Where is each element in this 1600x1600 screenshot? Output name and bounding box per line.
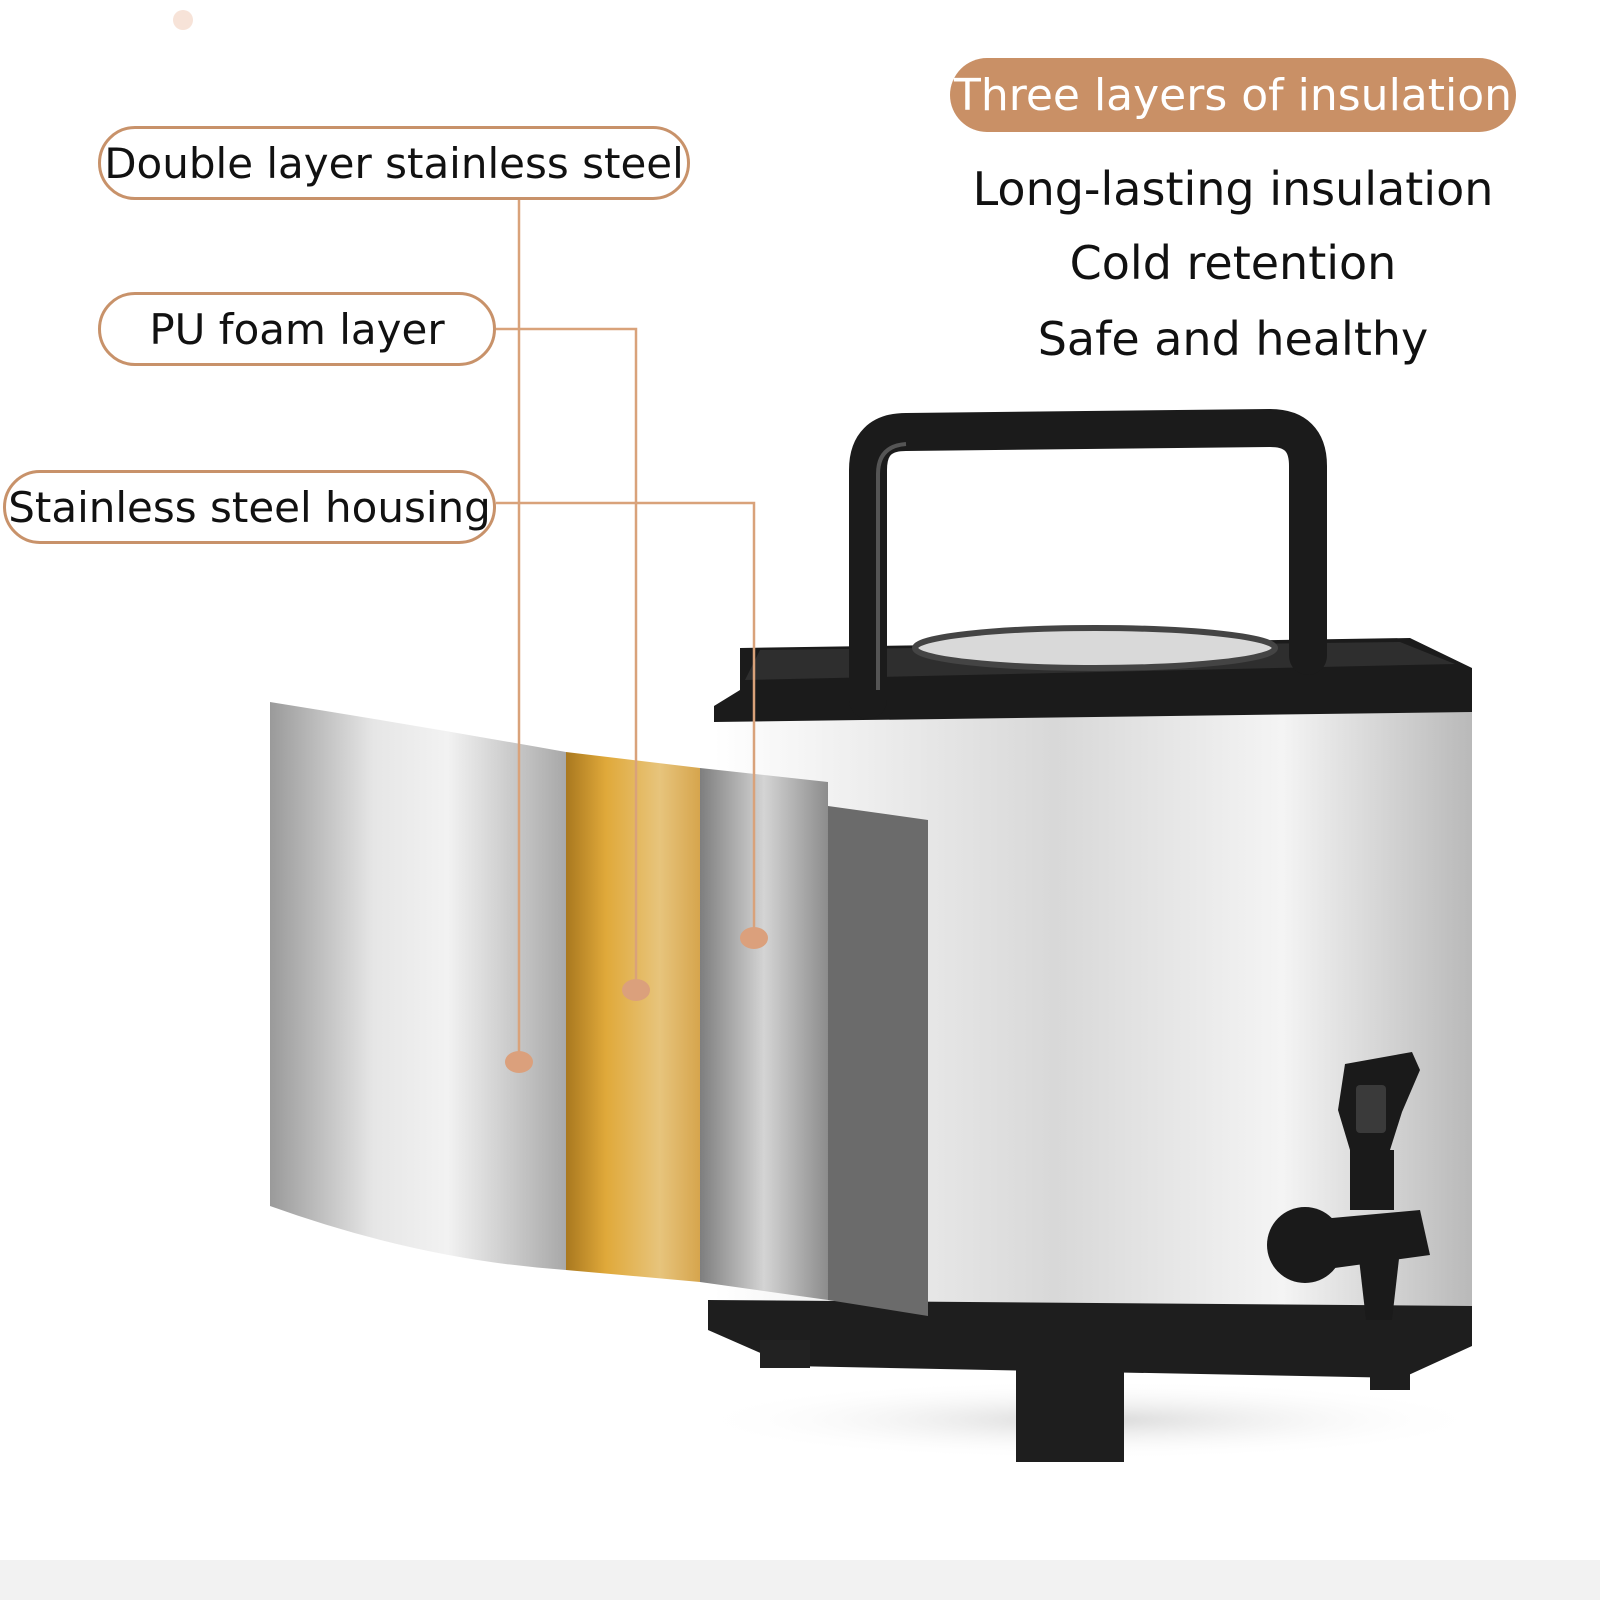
leader-dots [505,927,768,1073]
dot-housing [740,927,768,949]
outer-stainless-layer [270,702,566,1270]
feature-item: Cold retention [1069,236,1397,290]
leader-pu-foam [496,327,638,990]
headline-badge: Three layers of insulation [950,58,1516,132]
dispenser-foot-back [1370,1350,1410,1390]
bottom-bar [0,1560,1600,1600]
dispenser-opening [912,625,1278,671]
dot-double-layer [505,1051,533,1073]
dispenser-foot-left [760,1340,810,1368]
handle-highlight [876,442,907,690]
pu-foam-layer [566,752,700,1282]
callout-housing: Stainless steel housing [3,470,496,544]
handle-icon [849,409,1327,719]
tap-icon [1267,1052,1430,1320]
inner-stainless-layer [700,768,828,1300]
decorative-dot [173,10,193,30]
feature-item: Safe and healthy [1037,312,1429,366]
leader-housing [496,501,756,938]
callout-pu-foam: PU foam layer [98,292,496,366]
leader-lines [496,200,756,1062]
dispenser-foot-right [1016,1370,1124,1462]
dispenser-base [708,1300,1472,1378]
dot-pu-foam [622,979,650,1001]
callout-double-layer: Double layer stainless steel [98,126,690,200]
feature-item: Long-lasting insulation [972,162,1494,216]
inner-wall [828,806,928,1316]
insulation-layers [270,702,928,1316]
